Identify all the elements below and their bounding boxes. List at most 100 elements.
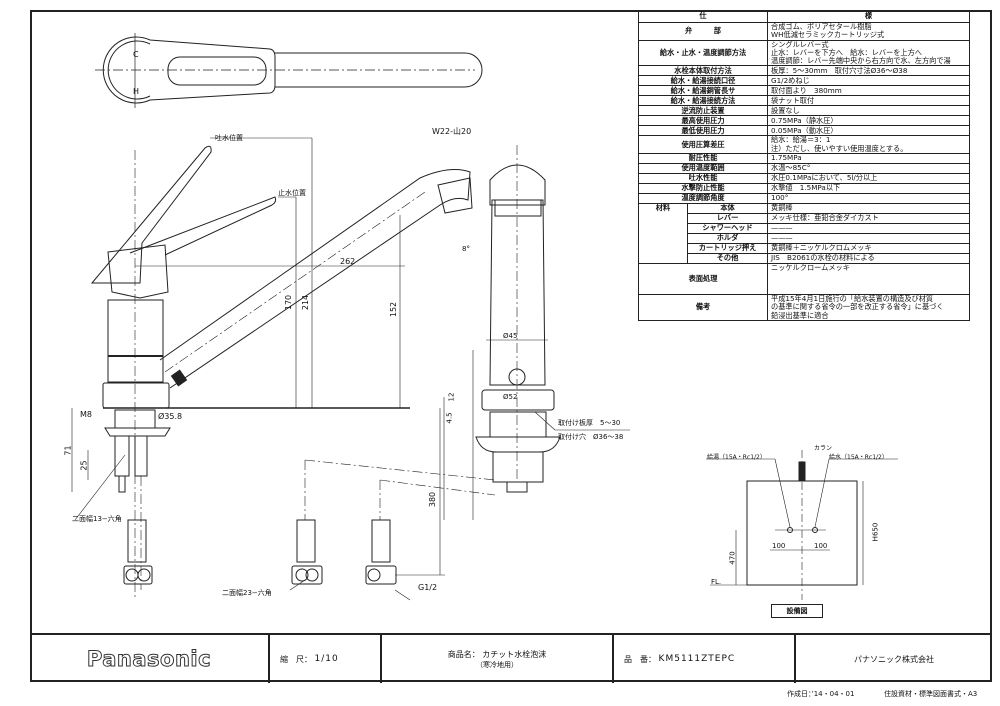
material-value: 黄銅棒＋ニッケルクロムメッキ [767,242,970,254]
spec-value-line: 給水：給湯＝3：1 [771,135,831,145]
dim-152: 152 [389,301,399,318]
spec-value-line: 水圧0.1MPaにおいて、5l/分以上 [771,173,878,183]
surface-row: 表面処理ニッケルクロームメッキ [637,262,970,295]
spec-key: 温度調節角度 [637,192,769,204]
spec-row: 給水・給湯銅管長サ取付面より 380mm [637,85,970,97]
spec-key: 水撃防止性能 [637,182,769,194]
spec-value-line: 設置なし [771,105,800,115]
dim-100-right: 100 [814,542,828,550]
spec-value-line: 合成ゴム、ポリアセタール樹脂 [771,22,872,31]
spec-value-line: G1/2めねじ [771,75,810,85]
install-diagram-caption: 設備図 [771,604,823,618]
spec-value: シングルレバー式止水：レバーを下方へ 給水：レバーを上方へ温度調節：レバー先端中… [767,39,970,67]
notes-line: 鉛浸出基準に適合 [771,310,829,320]
dim-25: 25 [79,460,89,471]
dim-470: 470 [728,551,737,565]
spec-key: 給水・給湯接続口径 [637,75,769,87]
brand-cell: Panasonic [30,635,270,683]
brand-logo: Panasonic [86,647,212,672]
spec-value-line: シングルレバー式 [771,39,829,49]
spec-value: 水温〜85C° [767,162,970,174]
spec-value-line: 100° [771,193,789,203]
scale-label: 縮 尺： [280,654,312,664]
spec-value: 板厚：5〜30mm 取付穴寸法Ø36〜Ø38 [767,65,970,77]
material-value: JIS B2061の水栓の材料による [767,252,970,264]
notes-value: 平成15年4月1日施行の「給水装置の構造及び材質の基準に関する省令の一部を改正す… [767,293,970,321]
mount-thickness-label: 取付け板厚 5〜30 [558,419,621,427]
spec-value: G1/2めねじ [767,75,970,87]
material-value: メッキ仕様：亜鉛合金ダイカスト [767,212,970,224]
scale-value: 1/10 [314,654,339,664]
stop-position-label: 止水位置 [278,189,306,197]
part-number: KM5111ZTEPC [658,654,736,664]
hex23-label: 二面幅23−六角 [222,589,272,597]
spec-row: 給水・止水・温度調節方法シングルレバー式止水：レバーを下方へ 給水：レバーを上方… [637,39,970,67]
surface-value: ニッケルクロームメッキ [767,262,970,295]
faucet-label: カラン [814,445,833,452]
material-value: ——— [767,232,970,244]
dim-12: 12 [447,392,456,402]
material-row: ホルダ——— [639,232,970,244]
spec-key: 給水・給湯接続方法 [637,95,769,107]
faucet-side-view [71,137,473,600]
spec-value: 設置なし [767,105,970,117]
dim-100-left: 100 [772,542,786,550]
company-cell: パナソニック株式会社 [796,635,992,683]
spec-value: 水圧0.1MPaにおいて、5l/分以上 [767,172,970,184]
material-row: 材料本体黄銅棒 [638,202,970,264]
spec-header-right: 様 [767,10,970,23]
spout-position-label: 吐水位置 [215,134,243,142]
dim-4-5: 4.5 [445,412,454,424]
spec-key: 最高使用圧力 [637,115,769,127]
spec-header-row: 仕様 [637,10,970,23]
material-row: レバーメッキ仕様：亜鉛合金ダイカスト [639,212,970,224]
spec-value-line: 注）ただし、使いやすい使用温度とする。 [771,143,908,153]
mount-hole-label: 取付け穴 Ø36〜38 [558,433,624,441]
spec-key: 給水・止水・温度調節方法 [637,39,769,67]
spec-value-line: 0.75MPa（静水圧） [771,115,838,125]
spec-value-line: 板厚：5〜30mm 取付穴寸法Ø36〜Ø38 [771,65,908,75]
faucet-front-view [443,145,630,520]
spec-value-line: 水温〜85C° [771,163,811,173]
angle-label: 8° [462,245,470,253]
spec-key: 逆流防止装置 [637,105,769,117]
spec-value: 取付面より 380mm [767,85,970,97]
g12-label: G1/2 [418,583,438,592]
spec-row: 水撃防止性能水撃値 1.5MPa以下 [637,182,970,194]
spec-key: 弁 部 [637,22,769,41]
spec-value: 100° [767,192,970,204]
dim-170: 170 [284,294,294,311]
installation-diagram [706,450,898,600]
spec-value-line: 温度調節：レバー先端中央から右方向で水、左方向で湯 [771,56,951,66]
hex13-label: 二面幅13−六角 [72,515,122,523]
notes-key: 備考 [637,293,769,321]
material-row: カートリッジ押え黄銅棒＋ニッケルクロムメッキ [639,242,970,254]
dim-380: 380 [428,491,438,508]
materials-label: 材料 [638,202,688,264]
supply-hoses [289,408,496,601]
surface-key: 表面処理 [637,262,769,295]
thread-label: W22-山20 [432,127,472,136]
hot-mark: H [133,87,140,96]
spec-key: 最低使用圧力 [637,125,769,137]
notes-line: の基準に関する省令の一部を改正する省令」に基づく [771,302,944,312]
spec-key: 使用温度範囲 [637,162,769,174]
company-name: パナソニック株式会社 [854,654,934,664]
m8-label: M8 [80,410,92,419]
spec-value: 0.75MPa（静水圧） [767,115,970,127]
drawing-sheet-frame [30,10,992,682]
product-cell: 商品名： カチット水栓泡沫 （寒冷地用） [382,635,614,683]
scale-cell: 縮 尺： 1/10 [270,635,382,683]
material-part: シャワーヘッド [686,222,769,234]
material-value: 黄銅棒 [767,202,970,214]
spec-row: 水栓本体取付方法板厚：5〜30mm 取付穴寸法Ø36〜Ø38 [637,65,970,77]
